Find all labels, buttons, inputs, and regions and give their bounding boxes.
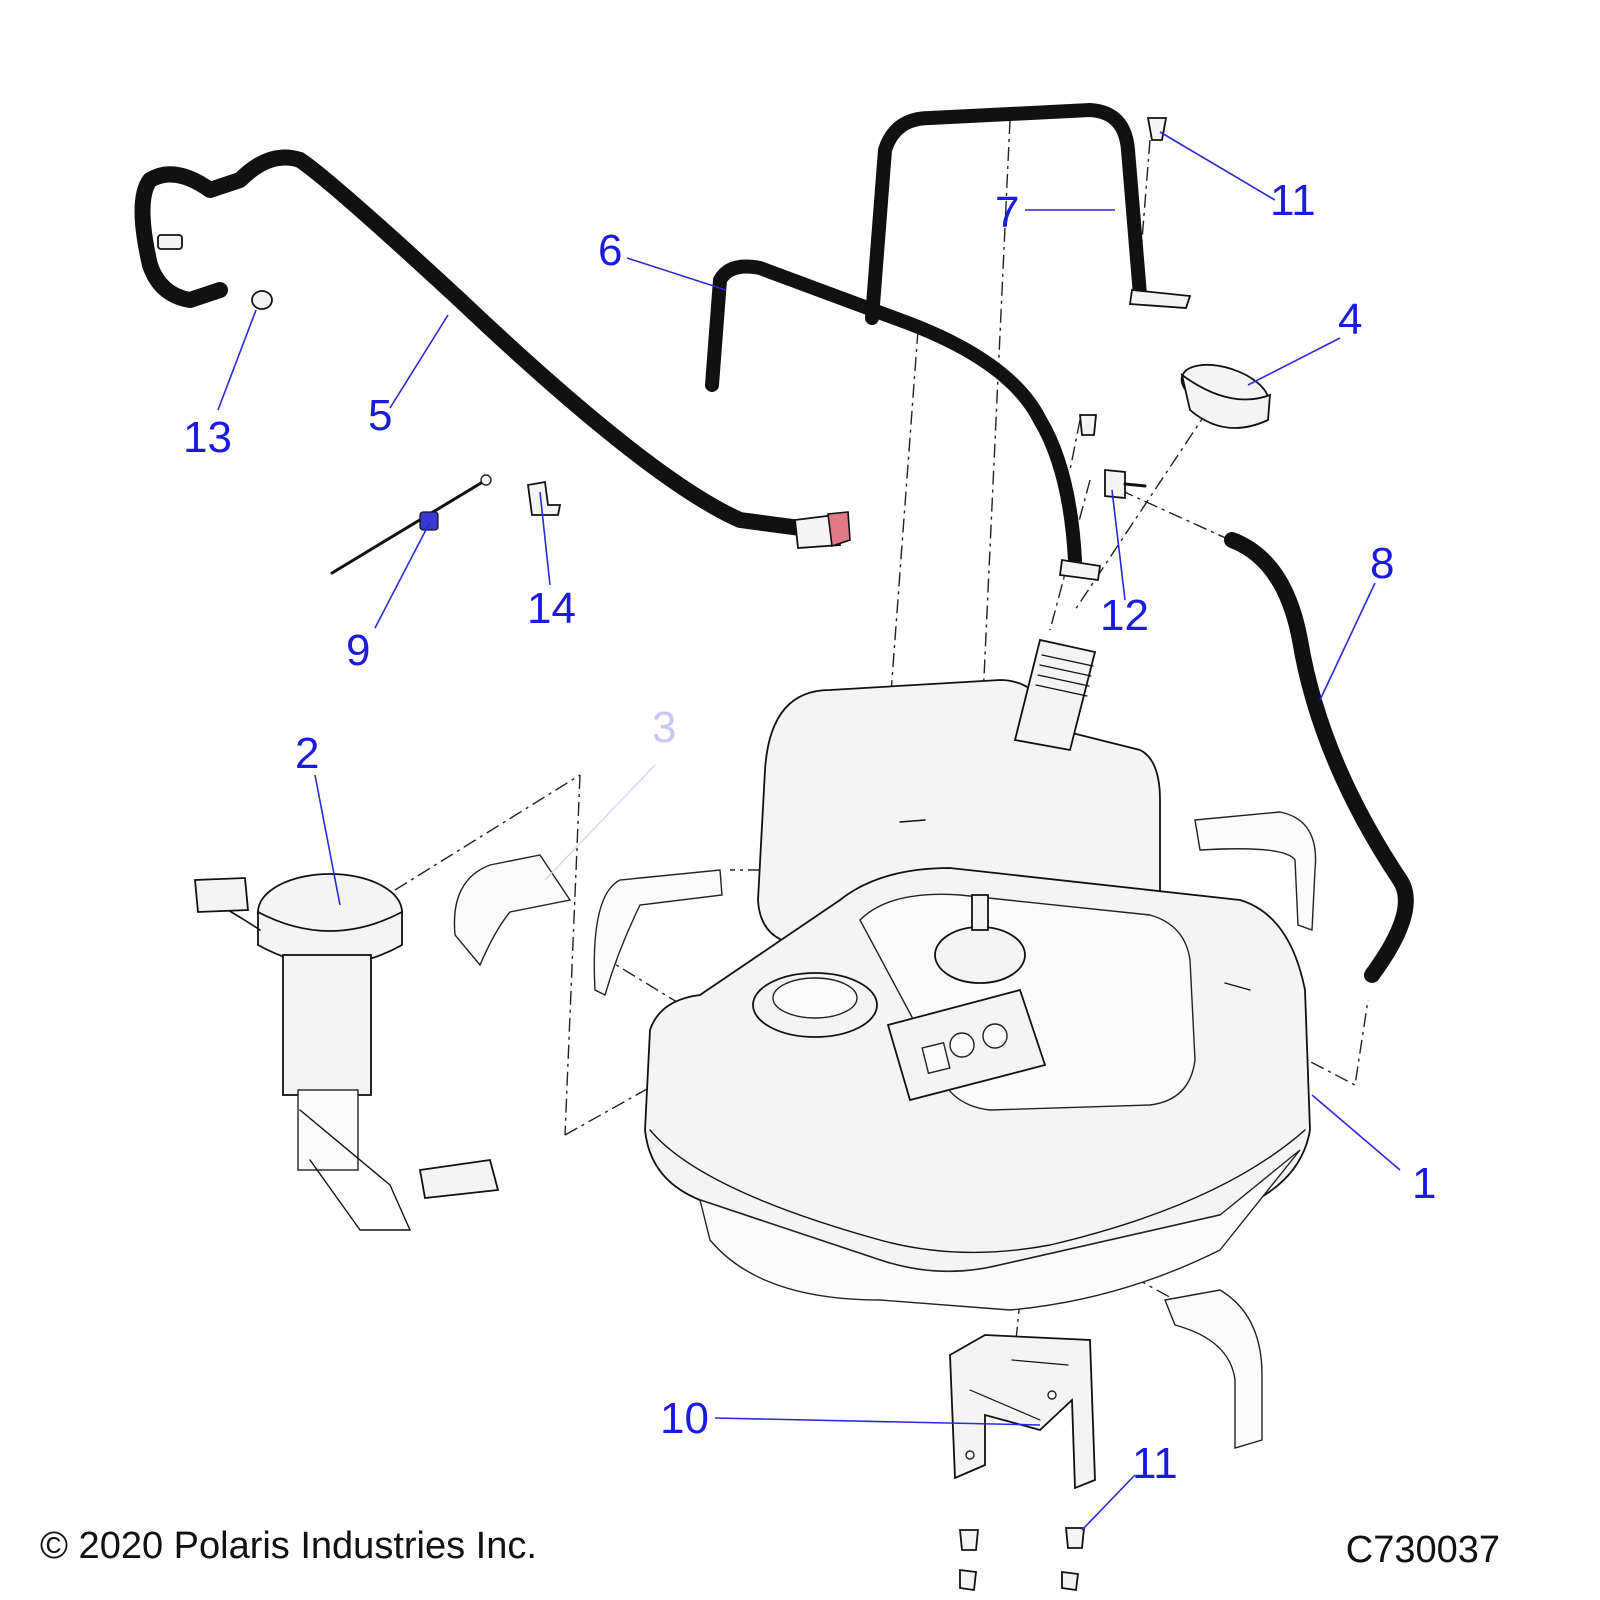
callout-2: 2	[295, 729, 319, 778]
callout-6: 6	[598, 226, 622, 275]
callout-5: 5	[368, 391, 392, 440]
callout-9: 9	[346, 626, 370, 675]
callout-13: 13	[183, 413, 232, 462]
small-hardware	[251, 117, 1168, 1592]
callout-10: 10	[660, 1394, 709, 1443]
copyright-text: © 2020 Polaris Industries Inc.	[40, 1525, 537, 1567]
vent-hose	[134, 149, 851, 549]
callout-3: 3	[652, 703, 676, 752]
figure-code: C730037	[1346, 1529, 1500, 1571]
callout-4: 4	[1338, 295, 1362, 344]
callout-labels: 1 2 3 4 5 6 7 8 9 10 11 11 12 13 14	[183, 176, 1436, 1488]
callout-7: 7	[995, 188, 1019, 237]
callout-1: 1	[1412, 1159, 1436, 1208]
callout-12: 12	[1100, 591, 1149, 640]
lower-bracket	[949, 1334, 1096, 1490]
callout-8: 8	[1370, 539, 1394, 588]
fuel-cap	[1180, 363, 1272, 429]
callout-14: 14	[527, 584, 576, 633]
callout-11-bottom: 11	[1132, 1439, 1178, 1488]
callout-11-top: 11	[1270, 176, 1316, 225]
rear-strap	[865, 103, 1192, 325]
leader-lines	[217, 131, 1401, 1531]
tank-pads	[453, 811, 1317, 1449]
front-strap	[705, 259, 1102, 582]
fuel-pump-assembly	[194, 873, 500, 1231]
fuel-tank	[644, 638, 1311, 1311]
filler-hose	[1224, 532, 1414, 983]
